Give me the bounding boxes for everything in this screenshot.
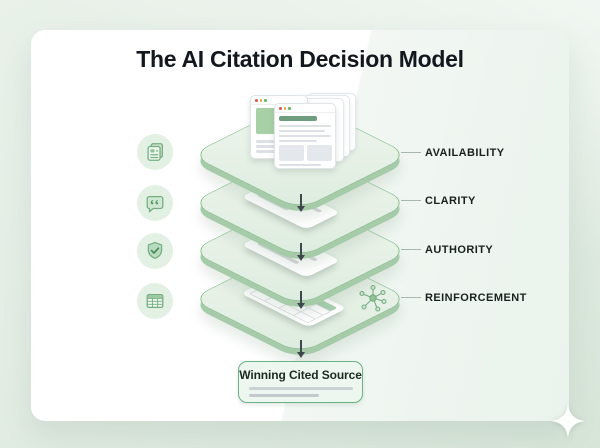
page-title: The AI Citation Decision Model (136, 46, 464, 72)
browser-titlebar (275, 104, 335, 113)
connector-line (401, 152, 421, 154)
image-placeholder (256, 108, 276, 134)
connector-line (401, 249, 421, 251)
content-block (279, 145, 304, 161)
text-line (256, 145, 288, 148)
browser-window-front (274, 103, 336, 169)
label-authority: AUTHORITY (425, 244, 494, 256)
close-dot-icon (255, 98, 258, 102)
stacked-webpages-illustration (250, 93, 356, 169)
zoom-dot-icon (264, 98, 267, 102)
winning-cited-source-box: Winning Cited Source (238, 361, 363, 403)
documents-icon-glyph (147, 143, 163, 161)
down-arrow-icon (296, 194, 305, 212)
connector-line (401, 200, 421, 202)
label-clarity: CLARITY (425, 195, 476, 207)
text-line (279, 164, 321, 166)
minimize-dot-icon (283, 106, 287, 110)
shield-check-icon-glyph (147, 241, 163, 259)
quote-bubble-icon (137, 185, 173, 221)
text-line (279, 140, 317, 142)
zoom-dot-icon (288, 106, 291, 110)
sparkle-icon (551, 404, 585, 438)
label-availability: AVAILABILITY (425, 147, 505, 159)
label-reinforcement: REINFORCEMENT (425, 292, 527, 304)
down-arrow-icon (296, 291, 305, 309)
text-line (249, 394, 319, 397)
text-line (279, 130, 325, 132)
network-hub-icon (359, 284, 387, 312)
text-line (249, 387, 353, 390)
winning-cited-source-label: Winning Cited Source (239, 368, 362, 382)
table-grid-icon-glyph (146, 293, 164, 309)
text-line (279, 135, 331, 137)
text-line (279, 125, 331, 127)
minimize-dot-icon (259, 98, 263, 102)
table-grid-icon (137, 283, 173, 319)
connector-line (401, 297, 421, 299)
close-dot-icon (279, 106, 282, 110)
shield-check-icon (137, 233, 173, 269)
down-arrow-icon (296, 340, 305, 358)
content-block (307, 145, 332, 161)
down-arrow-icon (296, 243, 305, 261)
heading-bar (279, 116, 317, 121)
documents-icon (137, 134, 173, 170)
quote-bubble-icon-glyph (146, 195, 164, 213)
